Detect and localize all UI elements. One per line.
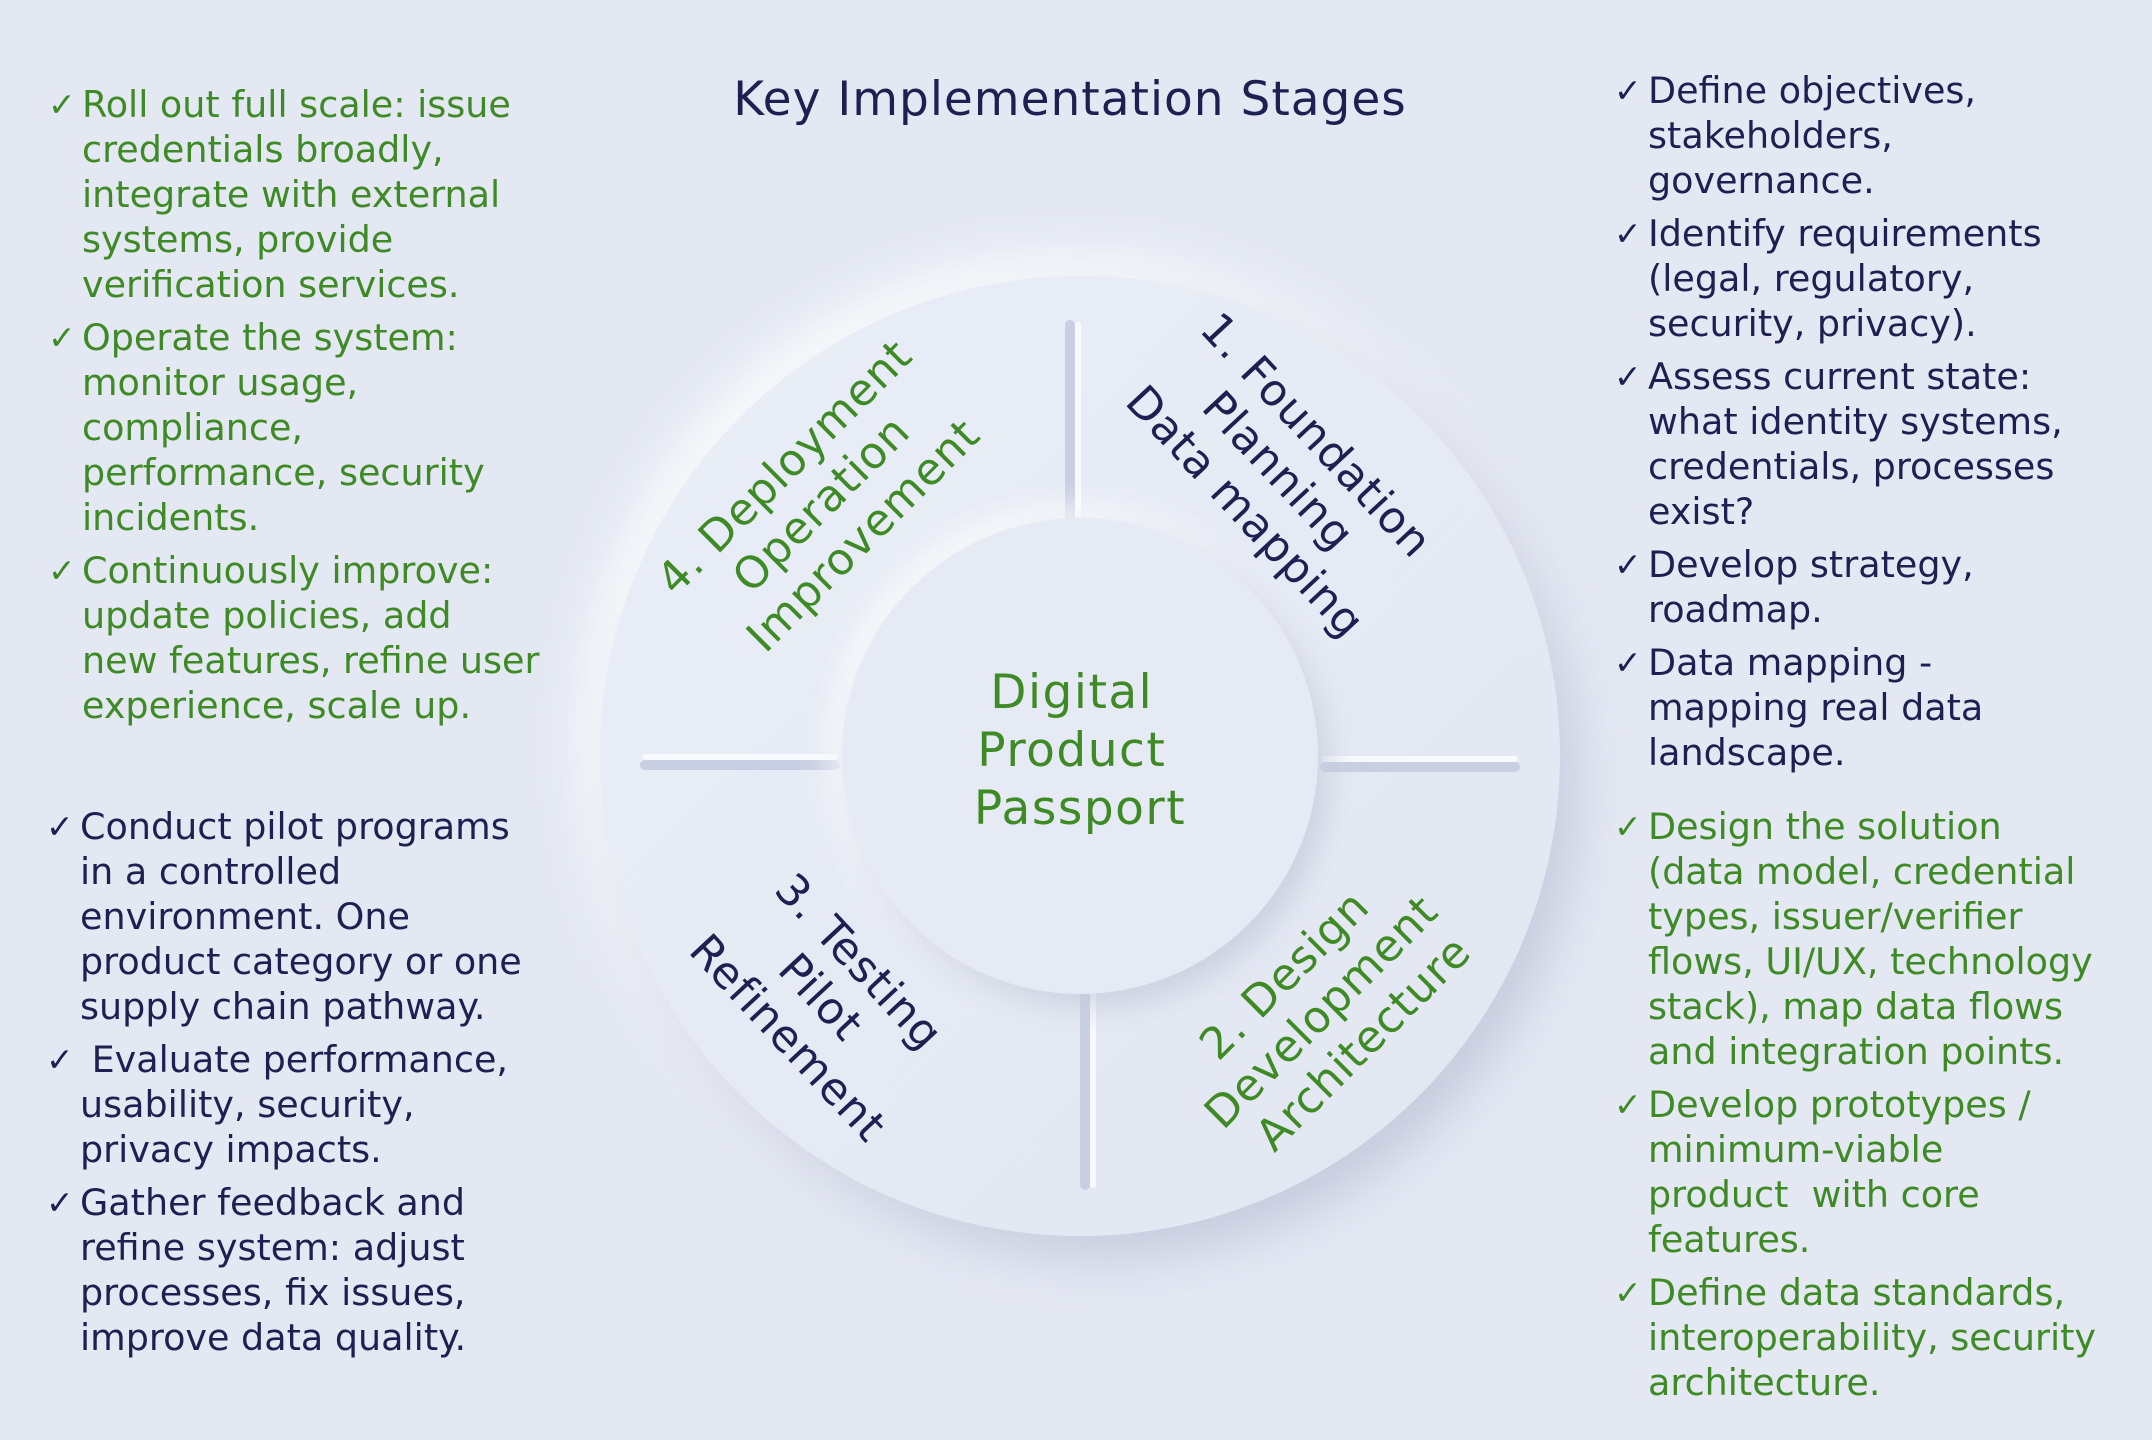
bullet-text-line: Define objectives, — [1648, 69, 1977, 112]
bullet-text-line: processes, fix issues, — [80, 1271, 466, 1314]
diagram-title: Key Implementation Stages — [733, 72, 1407, 127]
bullet-text-line: (legal, regulatory, — [1648, 257, 1975, 300]
center-label-line-1: Digital — [990, 665, 1153, 720]
bullet-text-line: improve data quality. — [80, 1316, 467, 1359]
bullet-text-line: Assess current state: — [1648, 355, 2032, 398]
bullet-text-line: experience, scale up. — [82, 684, 472, 727]
checkmark-icon: ✓ — [1614, 357, 1642, 396]
bullet-text-line: integrate with external — [82, 173, 501, 216]
bullet-text-line: refine system: adjust — [80, 1226, 465, 1269]
bullet-text-line: interoperability, security — [1648, 1316, 2097, 1359]
bullet-text-line: minimum-viable — [1648, 1128, 1944, 1171]
bullet-text-line: types, issuer/verifier — [1648, 895, 2023, 938]
bullet-text-line: in a controlled — [80, 850, 342, 893]
checkmark-icon: ✓ — [48, 318, 76, 357]
bullet-text-line: (data model, credential — [1648, 850, 2076, 893]
design-task: ✓Design the solution(data model, credent… — [1614, 804, 2144, 1074]
center-label-line-2: Product — [977, 723, 1166, 778]
design-tasks-list: ✓Design the solution(data model, credent… — [1614, 804, 2144, 1413]
bullet-text-line: Operate the system: — [82, 316, 458, 359]
bullet-text-line: new features, refine user — [82, 639, 540, 682]
bullet-text-line: architecture. — [1648, 1361, 1881, 1404]
bullet-text-line: what identity systems, — [1648, 400, 2063, 443]
checkmark-icon: ✓ — [48, 85, 76, 124]
bullet-text-line: security, privacy). — [1648, 302, 1977, 345]
bullet-text-line: Conduct pilot programs — [80, 805, 510, 848]
bullet-text-line: verification services. — [82, 263, 460, 306]
bullet-text-line: Roll out full scale: issue — [82, 83, 511, 126]
bullet-text-line: credentials broadly, — [82, 128, 444, 171]
bullet-text-line: and integration points. — [1648, 1030, 2065, 1073]
bullet-text-line: Gather feedback and — [80, 1181, 466, 1224]
checkmark-icon: ✓ — [1614, 1085, 1642, 1124]
foundation-tasks-list: ✓Define objectives,stakeholders,governan… — [1614, 68, 2134, 783]
divider-lines — [640, 320, 1520, 1190]
bullet-text-line: exist? — [1648, 490, 1755, 533]
checkmark-icon: ✓ — [1614, 807, 1642, 846]
deployment-task: ✓Continuously improve:update policies, a… — [48, 548, 568, 728]
checkmark-icon: ✓ — [1614, 643, 1642, 682]
bullet-text-line: roadmap. — [1648, 588, 1823, 631]
bullet-text-line: compliance, — [82, 406, 304, 449]
checkmark-icon: ✓ — [48, 551, 76, 590]
bullet-text-line: performance, security — [82, 451, 485, 494]
foundation-task: ✓Define objectives,stakeholders,governan… — [1614, 68, 2134, 203]
bullet-text-line: mapping real data — [1648, 686, 1984, 729]
bullet-text-line: incidents. — [82, 496, 260, 539]
center-hub — [842, 518, 1318, 994]
bullet-text-line: stack), map data flows — [1648, 985, 2064, 1028]
bullet-text-line: product with core — [1648, 1173, 1980, 1216]
bullet-text-line: Define data standards, — [1648, 1271, 2066, 1314]
bullet-text-line: Develop strategy, — [1648, 543, 1974, 586]
foundation-task: ✓Identify requirements(legal, regulatory… — [1614, 211, 2134, 346]
bullet-text-line: Develop prototypes / — [1648, 1083, 2031, 1126]
bullet-text-line: privacy impacts. — [80, 1128, 382, 1171]
bullet-text-line: monitor usage, — [82, 361, 359, 404]
bullet-text-line: Continuously improve: — [82, 549, 494, 592]
testing-task: ✓ Evaluate performance,usability, securi… — [46, 1037, 566, 1172]
bullet-text-line: stakeholders, — [1648, 114, 1893, 157]
deployment-task: ✓Operate the system:monitor usage,compli… — [48, 315, 568, 540]
center-label-line-3: Passport — [974, 781, 1186, 836]
bullet-text-line: features. — [1648, 1218, 1811, 1261]
design-task: ✓Define data standards,interoperability,… — [1614, 1270, 2144, 1405]
checkmark-icon: ✓ — [1614, 71, 1642, 110]
bullet-text-line: update policies, add — [82, 594, 452, 637]
bullet-text-line: usability, security, — [80, 1083, 415, 1126]
checkmark-icon: ✓ — [46, 1040, 74, 1079]
bullet-text-line: Design the solution — [1648, 805, 2002, 848]
checkmark-icon: ✓ — [46, 807, 74, 846]
bullet-text-line: Evaluate performance, — [80, 1038, 509, 1081]
bullet-text-line: flows, UI/UX, technology — [1648, 940, 2093, 983]
bullet-text-line: systems, provide — [82, 218, 394, 261]
bullet-text-line: credentials, processes — [1648, 445, 2055, 488]
checkmark-icon: ✓ — [1614, 1273, 1642, 1312]
bullet-text-line: Data mapping - — [1648, 641, 1933, 684]
bullet-text-line: supply chain pathway. — [80, 985, 486, 1028]
checkmark-icon: ✓ — [1614, 545, 1642, 584]
checkmark-icon: ✓ — [1614, 214, 1642, 253]
center-label: Digital Product Passport — [974, 665, 1186, 836]
foundation-task: ✓Assess current state:what identity syst… — [1614, 354, 2134, 534]
bullet-text-line: governance. — [1648, 159, 1875, 202]
bullet-text-line: landscape. — [1648, 731, 1846, 774]
bullet-text-line: environment. One — [80, 895, 410, 938]
foundation-task: ✓Develop strategy,roadmap. — [1614, 542, 2134, 632]
bullet-text-line: product category or one — [80, 940, 522, 983]
bullet-text-line: Identify requirements — [1648, 212, 2042, 255]
checkmark-icon: ✓ — [46, 1183, 74, 1222]
